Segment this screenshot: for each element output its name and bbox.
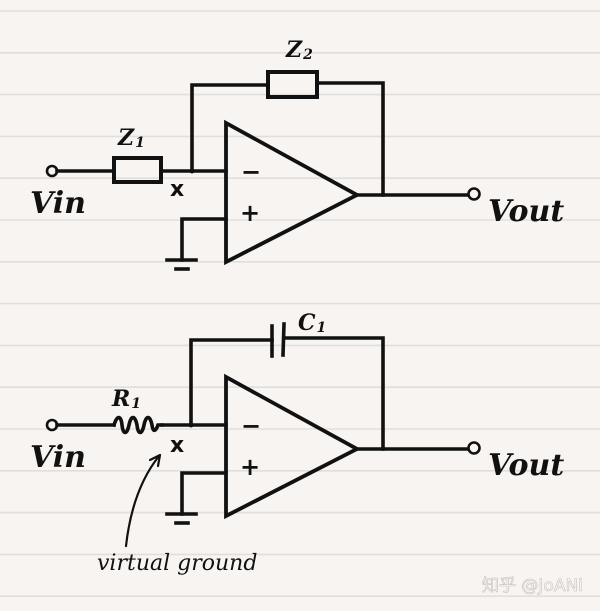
- vout-label: Vout: [488, 194, 564, 229]
- feedback-wire-right: [315, 81, 385, 197]
- annotation-arrow-icon: [124, 453, 162, 548]
- vin-label: Vin: [30, 440, 86, 475]
- ruled-lines: [0, 10, 600, 598]
- noninverting-sign: +: [240, 453, 260, 481]
- virtual-ground-annotation: virtual ground: [97, 551, 257, 576]
- c1-label: C1: [298, 310, 326, 336]
- impedance-z2: [266, 70, 319, 99]
- output-terminal: [467, 187, 481, 201]
- vout-label: Vout: [488, 448, 564, 483]
- resistor-r1: [111, 415, 164, 435]
- feedback-wire-right: [282, 336, 385, 451]
- ground-wire: [180, 471, 228, 516]
- noninverting-sign: +: [240, 199, 260, 227]
- node-x-label: x: [170, 433, 184, 458]
- node-x-label: x: [170, 177, 184, 202]
- circuit-inverting-amplifier: Vin Z1 x Z2 − + Vout: [30, 37, 564, 271]
- inverting-sign: −: [241, 412, 261, 440]
- circuit-integrator: Vin R1 x C1 − + Vout: [30, 310, 564, 576]
- ground-wire: [180, 217, 228, 262]
- r1-label: R1: [111, 386, 141, 412]
- watermark: 知乎 @JoANi: [482, 576, 583, 596]
- vin-label: Vin: [30, 186, 86, 221]
- inverting-sign: −: [241, 158, 261, 186]
- feedback-wire-left: [189, 338, 274, 427]
- ground-icon: [165, 512, 198, 525]
- capacitor-c1: [270, 322, 286, 358]
- op-amp: [224, 119, 362, 266]
- feedback-wire-left: [190, 83, 270, 173]
- z2-label: Z2: [285, 37, 313, 63]
- ground-icon: [165, 258, 198, 271]
- output-terminal: [467, 441, 481, 455]
- z1-label: Z1: [117, 125, 145, 151]
- op-amp: [224, 373, 362, 520]
